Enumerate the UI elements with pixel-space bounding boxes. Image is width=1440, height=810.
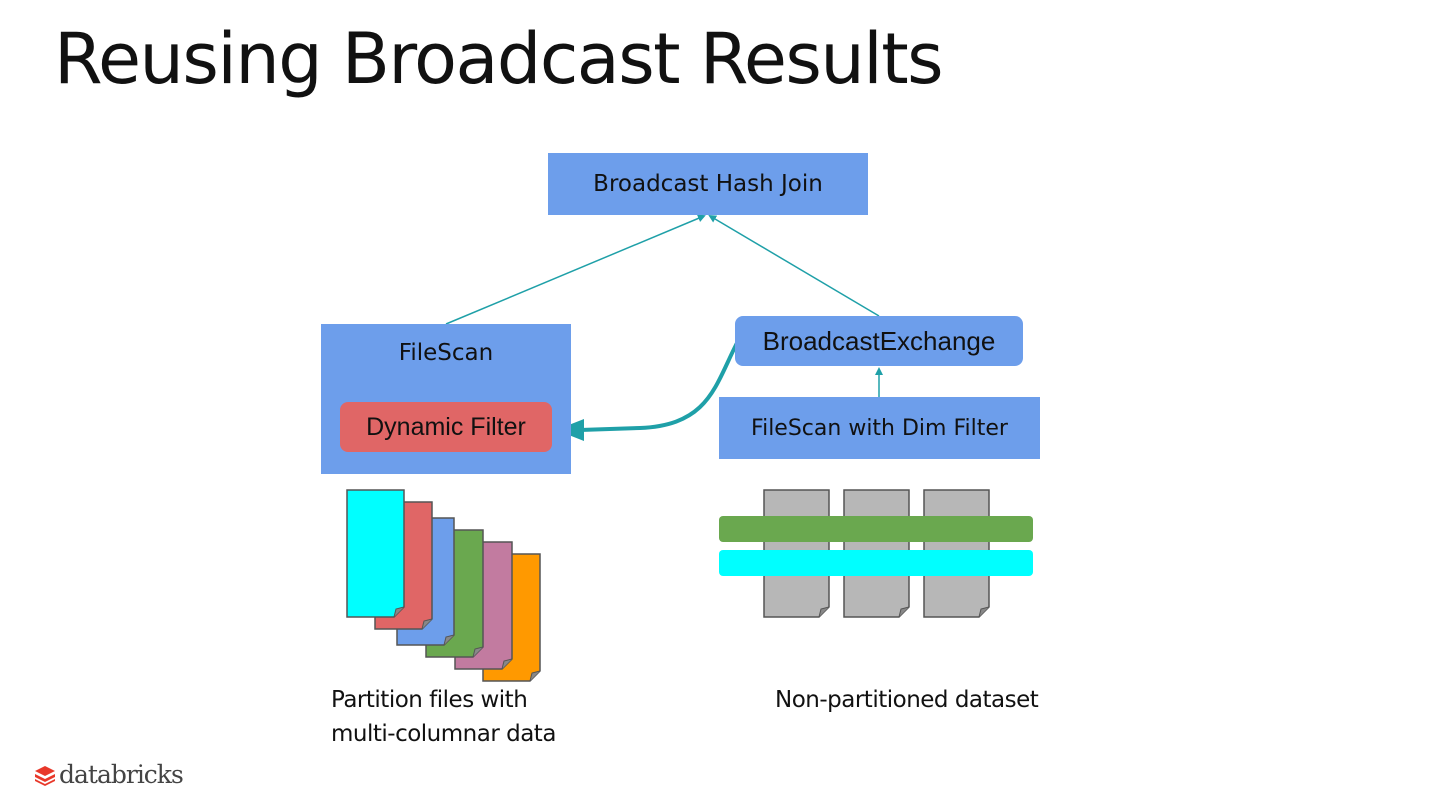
dim-filter-stripe-green: [719, 516, 1033, 542]
file-fold-corner: [529, 670, 541, 682]
node-dynamic-filter: Dynamic Filter: [340, 402, 552, 452]
partition-file: [346, 489, 405, 618]
file-fold-corner: [978, 606, 990, 618]
node-label: Broadcast Hash Join: [593, 171, 823, 197]
node-label: Dynamic Filter: [366, 412, 526, 441]
slide-title: Reusing Broadcast Results: [54, 18, 944, 100]
databricks-stack-icon: [35, 765, 55, 786]
edge-exchange-to-dynamic-filter: [579, 340, 740, 432]
caption-line: multi-columnar data: [331, 721, 556, 747]
databricks-logo: databricks: [34, 760, 184, 789]
node-filescan-dim-filter: FileScan with Dim Filter: [719, 397, 1040, 459]
edge-filescan-to-join: [445, 214, 706, 325]
node-broadcast-exchange: BroadcastExchange: [735, 316, 1023, 366]
partition-files-caption: Partition files with multi-columnar data: [331, 683, 556, 751]
node-label: FileScan: [398, 340, 494, 366]
dim-filter-stripe-cyan: [719, 550, 1033, 576]
node-label: FileScan with Dim Filter: [751, 415, 1008, 441]
file-fold-corner: [501, 658, 513, 670]
file-fold-corner: [393, 606, 405, 618]
file-fold-corner: [421, 618, 433, 630]
file-fold-corner: [443, 634, 455, 646]
logo-text: databricks: [59, 760, 184, 789]
file-fold-corner: [472, 646, 484, 658]
file-fold-corner: [898, 606, 910, 618]
node-label: BroadcastExchange: [762, 325, 996, 356]
partition-files-group: [346, 489, 541, 682]
file-fold-corner: [818, 606, 830, 618]
caption-line: Partition files with: [331, 687, 528, 713]
edge-exchange-to-join: [708, 214, 880, 317]
node-broadcast-hash-join: Broadcast Hash Join: [548, 153, 868, 215]
non-partitioned-caption: Non-partitioned dataset: [775, 687, 1039, 713]
